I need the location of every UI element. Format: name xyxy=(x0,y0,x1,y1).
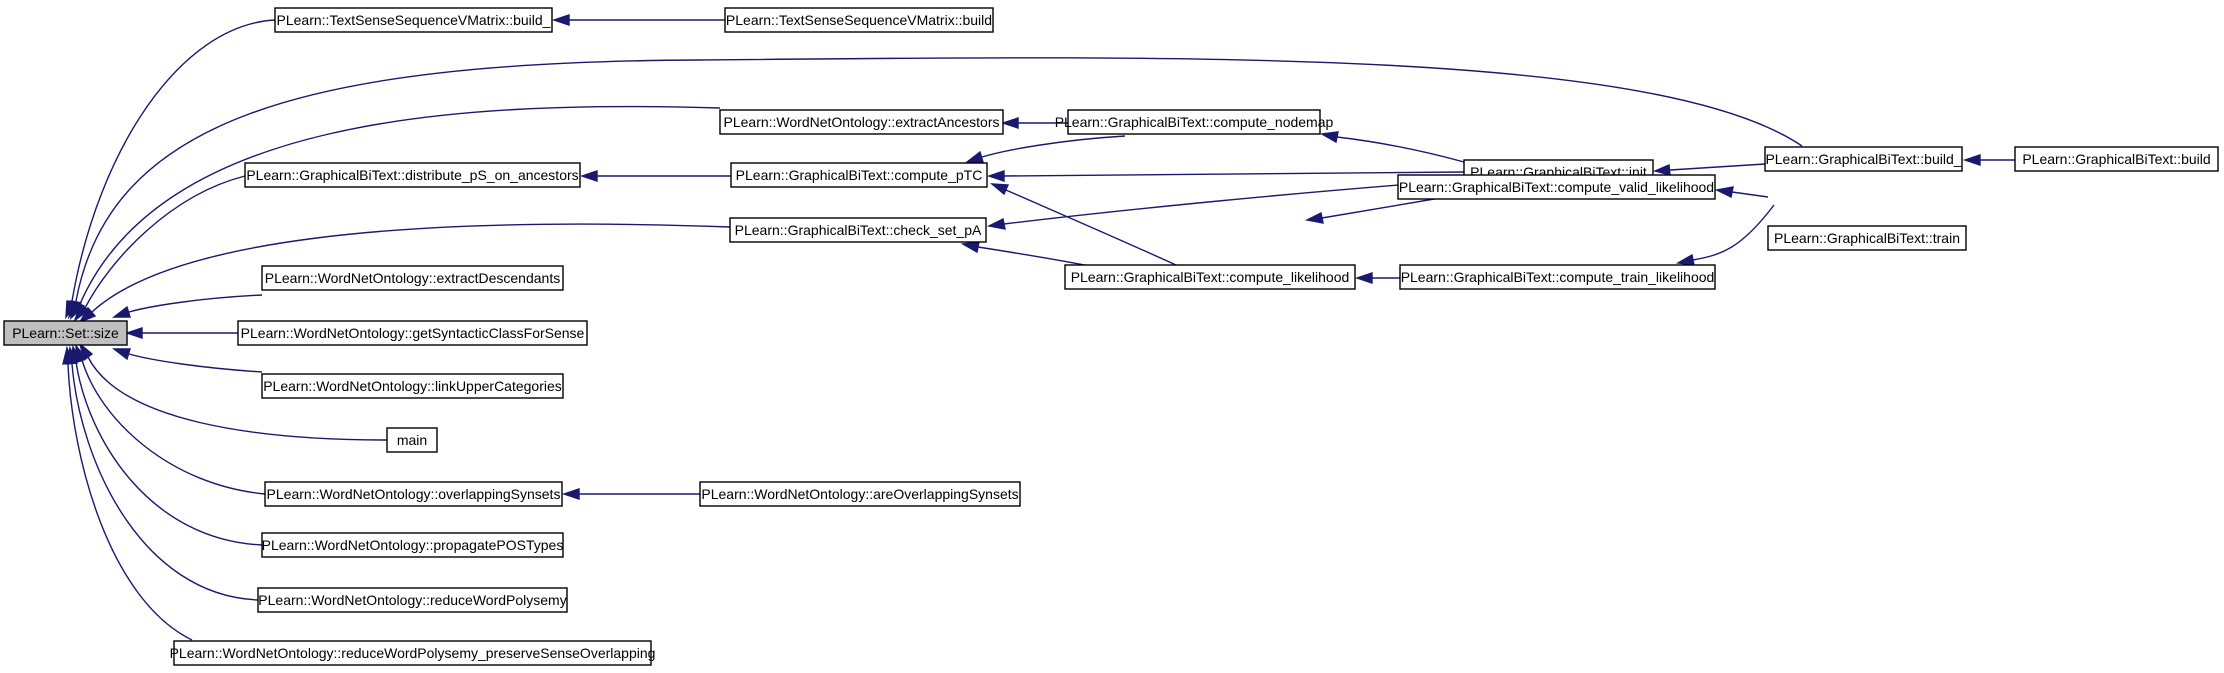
edge-train-to-valid-likelihood xyxy=(1731,191,1769,198)
arrowhead-icon xyxy=(986,217,1006,230)
edges-layer xyxy=(62,14,2015,641)
node-label: PLearn::WordNetOntology::propagatePOSTyp… xyxy=(262,537,564,553)
edge-compute-likelihood-to-compute-pTC xyxy=(1005,189,1177,266)
edge-reduceWordPolysemy-to-set-size xyxy=(71,363,259,601)
node-label: PLearn::WordNetOntology::overlappingSyns… xyxy=(267,486,561,502)
node-gbt-check-set-pA[interactable]: PLearn::GraphicalBiText::check_set_pA xyxy=(729,217,987,243)
node-label: PLearn::GraphicalBiText::compute_pTC xyxy=(736,167,983,183)
arrowhead-icon xyxy=(73,303,91,322)
nodes-layer: PLearn::Set::size PLearn::TextSenseSeque… xyxy=(3,7,2219,666)
node-wno-reduceWordPolysemy[interactable]: PLearn::WordNetOntology::reduceWordPolys… xyxy=(257,587,568,613)
node-wno-getSyntacticClassForSense[interactable]: PLearn::WordNetOntology::getSyntacticCla… xyxy=(237,320,588,346)
arrowhead-icon xyxy=(1675,253,1695,266)
node-label: PLearn::TextSenseSequenceVMatrix::build xyxy=(726,12,992,28)
node-label: PLearn::GraphicalBiText::compute_likelih… xyxy=(1071,269,1350,285)
edge-check-set-pA-to-set-size xyxy=(91,223,731,313)
arrowhead-icon xyxy=(1962,154,1981,166)
arrowhead-icon xyxy=(1319,131,1339,144)
node-wno-extractAncestors[interactable]: PLearn::WordNetOntology::extractAncestor… xyxy=(719,109,1004,135)
arrowhead-icon xyxy=(579,170,598,182)
node-gbt-compute-likelihood[interactable]: PLearn::GraphicalBiText::compute_likelih… xyxy=(1064,264,1356,290)
node-gbt-distribute[interactable]: PLearn::GraphicalBiText::distribute_pS_o… xyxy=(244,162,581,188)
edge-propagatePOS-to-set-size xyxy=(75,361,263,546)
node-wno-extractDescendants[interactable]: PLearn::WordNetOntology::extractDescenda… xyxy=(261,265,564,291)
edge-reducePreserve-to-set-size xyxy=(67,363,193,641)
arrowhead-icon xyxy=(111,305,131,318)
node-gbt-compute-nodemap[interactable]: PLearn::GraphicalBiText::compute_nodemap xyxy=(1055,109,1334,135)
arrowhead-icon xyxy=(551,14,570,26)
arrowhead-icon xyxy=(1652,163,1671,176)
node-wno-reduceWordPolysemy-preserve[interactable]: PLearn::WordNetOntology::reduceWordPolys… xyxy=(170,640,656,666)
arrowhead-icon xyxy=(989,183,1010,196)
node-label: PLearn::WordNetOntology::extractDescenda… xyxy=(265,270,560,286)
arrowhead-icon xyxy=(124,327,143,339)
edge-extractDescendants-to-set-size xyxy=(128,294,263,313)
node-label: PLearn::WordNetOntology::reduceWordPolys… xyxy=(258,592,566,608)
arrowhead-icon xyxy=(1304,211,1324,224)
arrowhead-icon xyxy=(960,241,980,254)
arrowhead-icon xyxy=(964,150,984,163)
arrowhead-icon xyxy=(561,488,580,500)
node-label: PLearn::GraphicalBiText::build xyxy=(2022,151,2210,167)
node-label: PLearn::GraphicalBiText::compute_nodemap xyxy=(1055,114,1334,130)
node-label: PLearn::GraphicalBiText::build_ xyxy=(1765,151,1961,167)
node-label: PLearn::Set::size xyxy=(12,325,119,341)
node-tssvm-build[interactable]: PLearn::TextSenseSequenceVMatrix::build xyxy=(724,7,994,33)
node-label: PLearn::WordNetOntology::reduceWordPolys… xyxy=(170,645,656,661)
edge-train-to-train-likelihood xyxy=(1692,204,1775,261)
node-label: PLearn::GraphicalBiText::compute_train_l… xyxy=(1401,269,1715,285)
node-label: PLearn::GraphicalBiText::distribute_pS_o… xyxy=(246,167,578,183)
arrowhead-icon xyxy=(78,306,97,324)
node-gbt-compute-pTC[interactable]: PLearn::GraphicalBiText::compute_pTC xyxy=(730,162,988,188)
arrowhead-icon xyxy=(62,345,74,365)
edge-init-to-compute-pTC xyxy=(1003,171,1465,177)
node-label: PLearn::WordNetOntology::linkUpperCatego… xyxy=(263,378,562,394)
edge-init-to-compute-nodemap xyxy=(1336,136,1465,163)
node-gbt-compute-valid-likelihood[interactable]: PLearn::GraphicalBiText::compute_valid_l… xyxy=(1397,174,1716,200)
edge-overlappingSynsets-to-set-size xyxy=(81,359,266,495)
node-label: PLearn::GraphicalBiText::train xyxy=(1774,230,1960,246)
node-wno-areOverlappingSynsets[interactable]: PLearn::WordNetOntology::areOverlappingS… xyxy=(699,481,1021,507)
node-label: PLearn::TextSenseSequenceVMatrix::build_ xyxy=(277,12,551,28)
edge-extractAncestors-to-set-size xyxy=(79,105,721,305)
arrowhead-icon xyxy=(1714,186,1734,199)
node-label: PLearn::WordNetOntology::areOverlappingS… xyxy=(701,486,1018,502)
node-label: PLearn::GraphicalBiText::check_set_pA xyxy=(735,222,982,238)
edge-gbt-build_-to-init xyxy=(1669,163,1766,171)
node-label: PLearn::GraphicalBiText::compute_valid_l… xyxy=(1399,179,1714,195)
node-set-size[interactable]: PLearn::Set::size xyxy=(3,320,128,346)
node-gbt-train[interactable]: PLearn::GraphicalBiText::train xyxy=(1767,225,1967,251)
arrowhead-icon xyxy=(1000,117,1019,129)
edge-distribute-to-set-size xyxy=(84,175,246,309)
node-tssvm-build_[interactable]: PLearn::TextSenseSequenceVMatrix::build_ xyxy=(274,7,553,33)
node-label: main xyxy=(397,432,427,448)
edge-main-to-set-size xyxy=(87,356,388,441)
arrowhead-icon xyxy=(111,348,131,361)
arrowhead-icon xyxy=(986,170,1005,182)
node-main[interactable]: main xyxy=(386,427,438,453)
edge-compute-nodemap-to-compute-pTC xyxy=(981,135,1126,158)
node-wno-propagatePOSTypes[interactable]: PLearn::WordNetOntology::propagatePOSTyp… xyxy=(261,532,564,558)
edge-gbt-build_-to-set-size xyxy=(75,57,1803,302)
edge-linkUpper-to-set-size xyxy=(128,353,263,373)
node-wno-overlappingSynsets[interactable]: PLearn::WordNetOntology::overlappingSyns… xyxy=(264,481,563,507)
node-gbt-build[interactable]: PLearn::GraphicalBiText::build xyxy=(2014,146,2219,172)
node-gbt-compute-train-likelihood[interactable]: PLearn::GraphicalBiText::compute_train_l… xyxy=(1399,264,1716,290)
arrowhead-icon xyxy=(1354,272,1373,284)
node-gbt-build_[interactable]: PLearn::GraphicalBiText::build_ xyxy=(1764,146,1963,172)
edge-valid-likelihood-to-compute-likelihood xyxy=(1321,197,1441,219)
node-label: PLearn::WordNetOntology::getSyntacticCla… xyxy=(241,325,585,341)
node-label: PLearn::WordNetOntology::extractAncestor… xyxy=(724,114,1000,130)
node-wno-linkUpperCategories[interactable]: PLearn::WordNetOntology::linkUpperCatego… xyxy=(261,373,564,399)
edge-tssvm-build_-to-set-size xyxy=(71,19,276,302)
edge-init-to-check-set-pA xyxy=(1003,179,1465,225)
